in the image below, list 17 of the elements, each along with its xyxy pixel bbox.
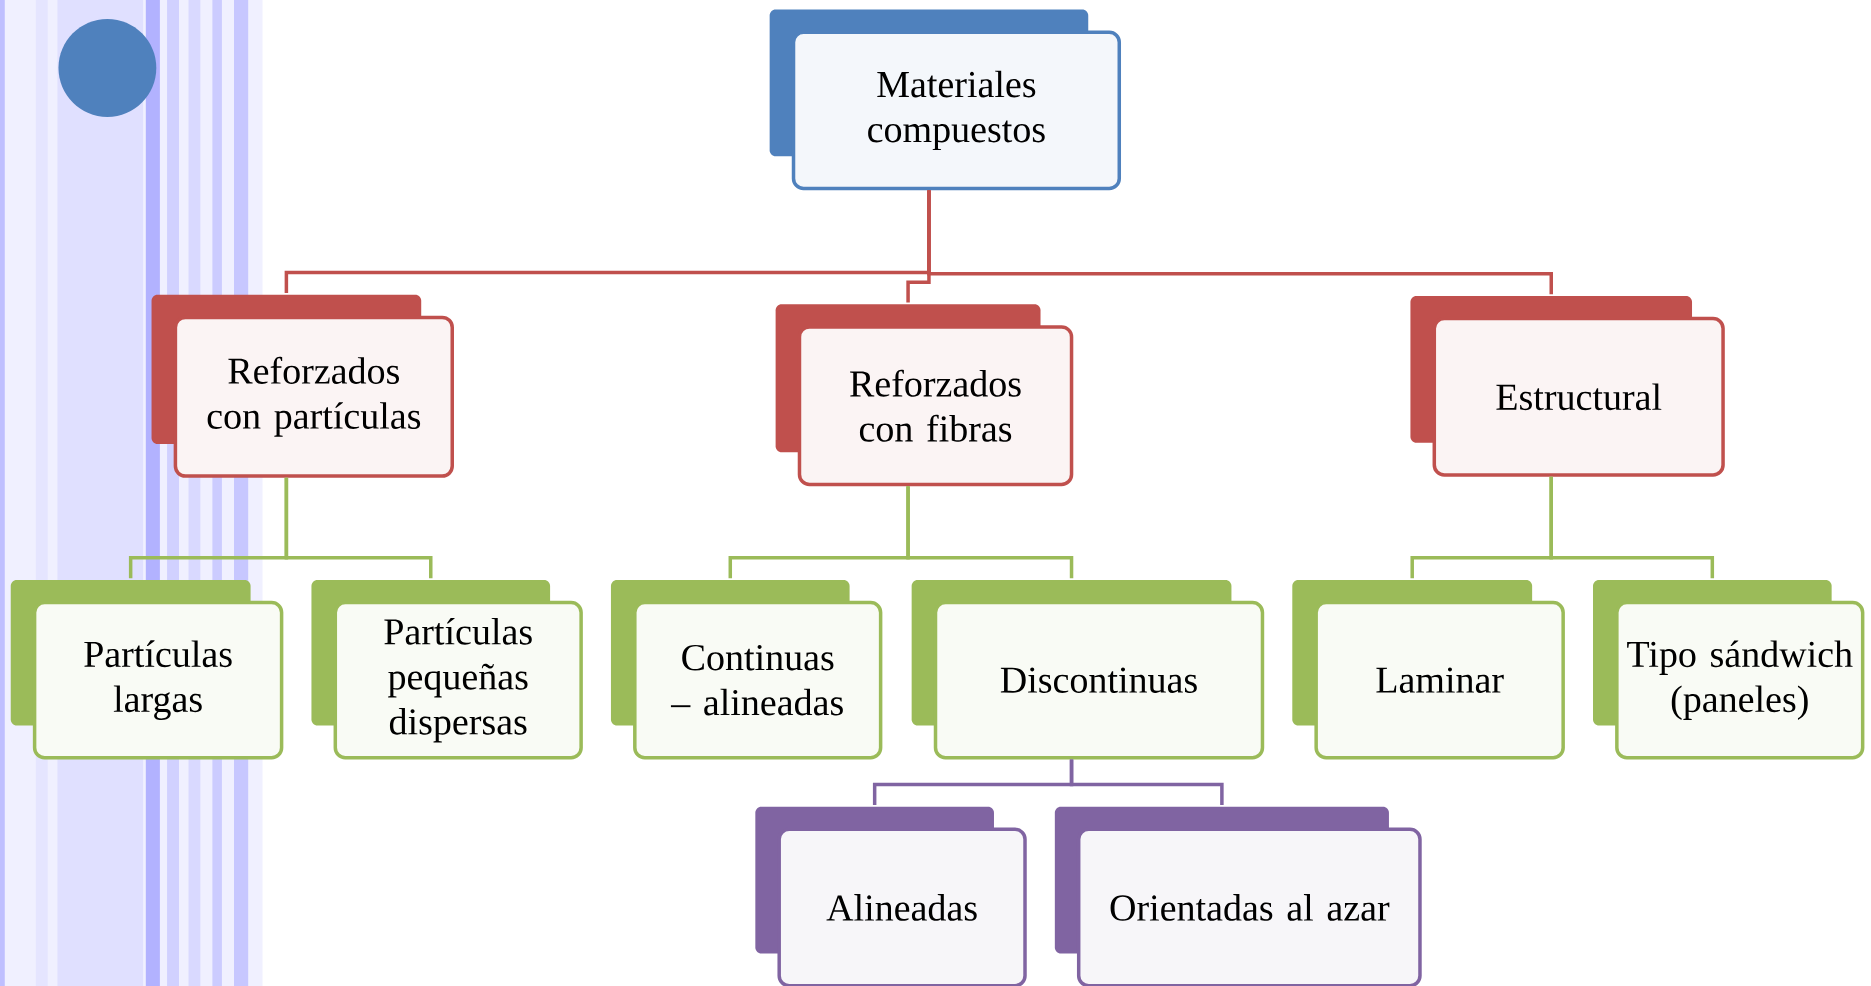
box: Materiales compuestos: [769, 9, 1121, 191]
connector: [284, 477, 433, 579]
box: Laminar: [1292, 579, 1565, 760]
box: Reforzados con fibras: [775, 304, 1074, 487]
box: Reforzados con partículas: [151, 294, 454, 478]
box: Discontinuas: [911, 579, 1265, 760]
connector: [927, 190, 1553, 295]
box: Estructural: [1410, 295, 1725, 477]
connector: [1549, 476, 1715, 579]
box: Partículas pequeñas dispersas: [311, 579, 583, 760]
box: Partículas largas: [10, 579, 284, 760]
box: Orientadas al azar: [1054, 806, 1422, 986]
box: Alineadas: [755, 806, 1027, 986]
box: Tipo sándwich (paneles): [1593, 579, 1865, 760]
box: Continuas – alineadas: [610, 579, 883, 760]
connector: [906, 486, 1074, 579]
connector: [1069, 759, 1224, 805]
